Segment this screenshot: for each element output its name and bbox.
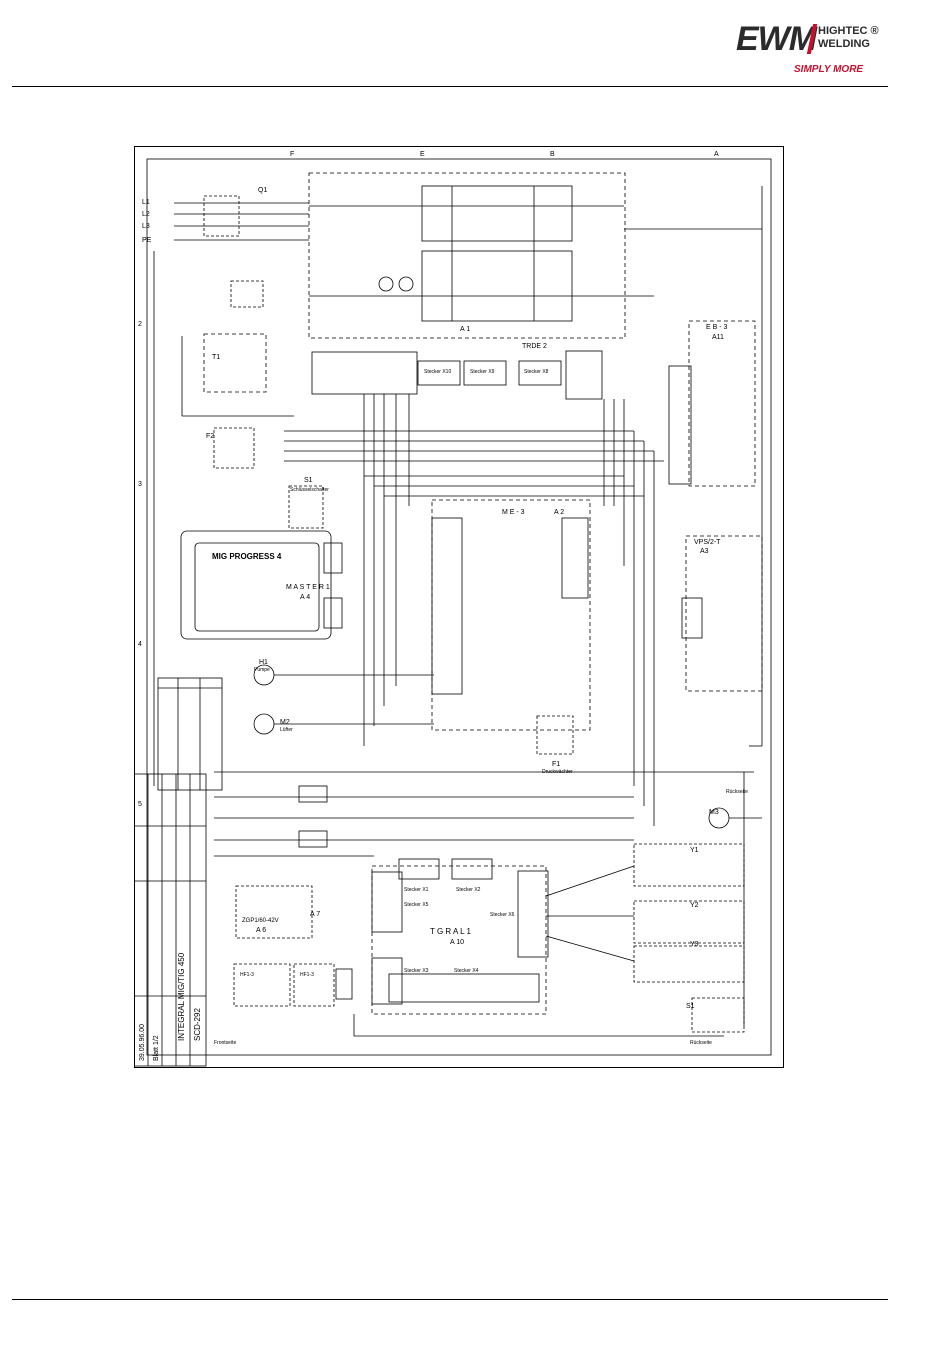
footer-rule: [12, 1299, 888, 1300]
module-eb: E B - 3: [706, 324, 728, 331]
component-f1-label: Druckwächter: [542, 769, 573, 775]
title-sheet: Blatt 1/2: [153, 1035, 160, 1061]
connector-x2: Stecker X2: [456, 887, 481, 893]
module-a4: A 4: [300, 594, 310, 601]
connector-x1: Stecker X1: [404, 887, 429, 893]
component-s1-hf: S1: [686, 1003, 695, 1010]
component-s1: S1: [304, 477, 313, 484]
label-pe: PE: [142, 237, 152, 244]
component-y1: Y1: [690, 847, 699, 854]
module-tgral: T G R A L 1: [430, 927, 471, 936]
connector-x9: Stecker X9: [470, 369, 495, 375]
logo-line2: WELDING: [818, 38, 870, 50]
connector-x4: Stecker X4: [454, 968, 479, 974]
module-a10: A 10: [450, 939, 464, 946]
connector-x10: Stecker X10: [424, 369, 451, 375]
label-rueckseite-bottom: Rückseite: [690, 1040, 712, 1046]
module-mig-progress: MIG PROGRESS 4: [212, 552, 282, 561]
svg-text:3: 3: [138, 481, 142, 488]
component-hf1: HF1-3: [240, 972, 254, 978]
svg-text:A: A: [714, 151, 719, 158]
label-l1: L1: [142, 199, 150, 206]
module-zgp: ZGP1/60-42V: [242, 918, 279, 924]
connector-x8: Stecker X8: [524, 369, 549, 375]
component-h1-label: Pumpe: [254, 667, 270, 673]
label-l2: L2: [142, 211, 150, 218]
module-a3: A3: [700, 548, 709, 555]
title-drawing-no: 39.05.96.00: [139, 1024, 146, 1061]
component-m2-label: Lüfter: [280, 727, 293, 733]
module-trde: TRDE 2: [522, 343, 547, 350]
svg-text:5: 5: [138, 801, 142, 808]
component-t1: T1: [212, 354, 220, 361]
svg-text:B: B: [550, 151, 555, 158]
label-l3: L3: [142, 223, 150, 230]
module-a11: A11: [712, 334, 724, 341]
ewm-logo: EWM HIGHTEC ® WELDING SIMPLY MORE: [736, 20, 886, 82]
svg-text:2: 2: [138, 321, 142, 328]
module-vps: VPS/2-T: [694, 539, 721, 546]
connector-x6: Stecker X6: [490, 912, 515, 918]
label-frontseite: Frontseite: [214, 1040, 236, 1046]
module-a7: A 7: [310, 911, 320, 918]
header-rule: [12, 86, 888, 87]
connector-x5: Stecker X5: [404, 902, 429, 908]
logo-tagline: SIMPLY MORE: [794, 64, 864, 75]
module-a1: A 1: [460, 326, 470, 333]
component-h1: H1: [259, 659, 268, 666]
component-y3: Y3: [690, 941, 699, 948]
module-master: M A S T E R 1: [286, 584, 330, 591]
svg-text:E: E: [420, 151, 425, 158]
module-me3: M E - 3: [502, 509, 525, 516]
wiring-diagram: F E B A 2 3 4 5 A 1 TRDE 2 E B - 3 A11 T1 Q1…: [134, 146, 784, 1068]
component-m2: M2: [280, 719, 290, 726]
component-f1: F1: [552, 761, 560, 768]
component-m3: M3: [709, 809, 719, 816]
title-model: INTEGRAL MIG/TIG 450: [177, 952, 186, 1041]
connector-x3: Stecker X3: [404, 968, 429, 974]
svg-text:F: F: [290, 151, 294, 158]
logo-line1: HIGHTEC ®: [818, 25, 879, 37]
svg-text:4: 4: [138, 641, 142, 648]
module-a6: A 6: [256, 927, 266, 934]
component-y2: Y2: [690, 902, 699, 909]
component-s1-label: Schlüsselschalter: [290, 487, 329, 493]
component-hf2: HF1-3: [300, 972, 314, 978]
logo-brand: EWM: [736, 20, 817, 58]
module-a2: A 2: [554, 509, 564, 516]
title-series: SCD-292: [193, 1008, 202, 1041]
component-f2: F2: [206, 433, 214, 440]
label-rueckseite: Rückseite: [726, 789, 748, 795]
component-q1: Q1: [258, 187, 267, 194]
